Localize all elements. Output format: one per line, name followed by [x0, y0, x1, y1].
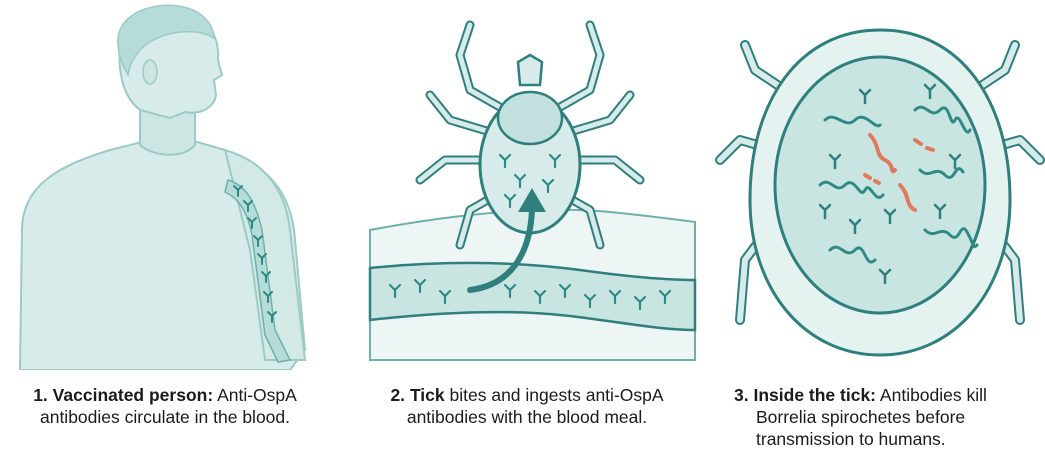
- caption-title: Tick: [410, 385, 445, 405]
- caption-text-line1: Antibodies kill: [880, 385, 987, 405]
- caption-number: 2.: [390, 385, 405, 405]
- caption-text-line2: Borrelia spirochetes before transmission…: [734, 406, 1045, 450]
- caption-text: bites and ingests anti-OspA antibodies w…: [407, 385, 664, 427]
- tick-mouthparts: [518, 55, 542, 85]
- panel-tick-feeding: [360, 0, 700, 370]
- caption-panel-2: 2. Tick bites and ingests anti-OspA anti…: [357, 384, 697, 428]
- tick-gut-spirochetes-illustration: [715, 0, 1045, 370]
- tick-feeding-illustration: [360, 0, 700, 370]
- caption-title: Vaccinated person:: [53, 385, 213, 405]
- caption-number: 1.: [33, 385, 48, 405]
- caption-number: 3.: [734, 385, 749, 405]
- panel-inside-tick: [715, 0, 1045, 370]
- tick-gut: [775, 57, 985, 313]
- caption-title: Inside the tick:: [753, 385, 876, 405]
- person-arm-vein-illustration: [0, 0, 330, 370]
- caption-panel-1: 1. Vaccinated person: Anti-OspA antibodi…: [0, 384, 330, 428]
- caption-panel-3: 3. Inside the tick: Antibodies kill Borr…: [722, 384, 1045, 450]
- tick-scutum: [498, 92, 562, 144]
- panel-vaccinated-person: [0, 0, 330, 370]
